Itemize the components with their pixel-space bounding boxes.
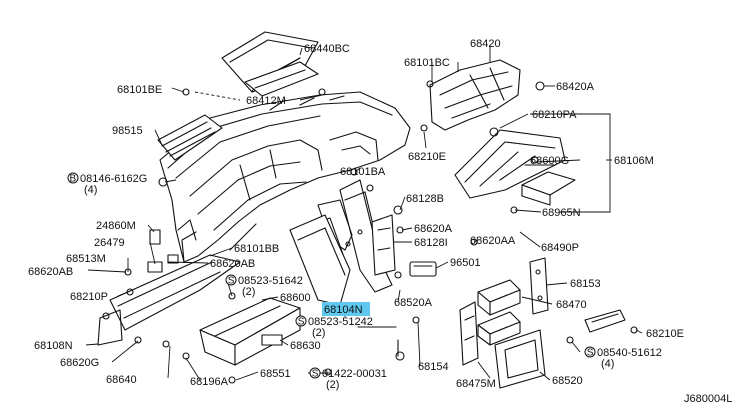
callout-68153[interactable]: 68153 [570, 278, 601, 290]
screw-mark-letter-2: S [298, 317, 305, 328]
callout-68104N-highlighted[interactable]: 68104N [324, 304, 363, 316]
screw-mark-circle-2 [295, 315, 307, 327]
callout-68600[interactable]: 68600 [280, 292, 311, 304]
switch-part [409, 261, 437, 277]
callout-68210E-right[interactable]: 68210E [646, 328, 684, 340]
callout-08523-51642[interactable]: 08523-51642 [238, 275, 303, 287]
callout-68600G[interactable]: 68600G [530, 155, 569, 167]
callout-01422-qty: (2) [326, 379, 339, 391]
callout-08523-51242[interactable]: 08523-51242 [308, 316, 373, 328]
callout-68520A[interactable]: 68520A [394, 297, 433, 309]
screw-mark-circle-3 [584, 346, 596, 358]
callout-68490P[interactable]: 68490P [541, 242, 579, 254]
callout-68470[interactable]: 68470 [556, 299, 587, 311]
parts-artwork [97, 31, 638, 389]
callout-68128I[interactable]: 68128I [414, 237, 448, 249]
lower-panel-part [289, 214, 351, 306]
screw-mark-letter-4: S [312, 369, 319, 380]
side-bracket-part [371, 214, 396, 276]
grille-part [157, 114, 223, 161]
callout-68420[interactable]: 68420 [470, 38, 501, 50]
callout-68210E-top[interactable]: 68210E [408, 151, 446, 163]
drawing-code: J680004L [684, 393, 732, 405]
callout-26479[interactable]: 26479 [94, 237, 125, 249]
callout-68210PA[interactable]: 68210PA [532, 109, 577, 121]
leader-lines [85, 45, 643, 381]
callout-68620AB-left[interactable]: 68620AB [28, 266, 73, 278]
callout-08523-51642-qty: (2) [242, 286, 255, 298]
callout-68101BA[interactable]: 68101BA [340, 166, 386, 178]
upper-trim-part [429, 59, 521, 131]
callout-labels: 68440BC 68420 68101BC 68420A 68101BE 684… [28, 38, 732, 405]
callout-68965N[interactable]: 68965N [542, 207, 581, 219]
callout-68101BB[interactable]: 68101BB [234, 243, 279, 255]
callout-68475M[interactable]: 68475M [456, 378, 496, 390]
callout-01422-00031[interactable]: 01422-00031 [322, 368, 387, 380]
callout-68196A[interactable]: 68196A [190, 376, 229, 388]
callout-68210P[interactable]: 68210P [70, 291, 108, 303]
small-pocket-part [521, 171, 576, 206]
callout-68620AB-top[interactable]: 68620AB [210, 258, 255, 270]
callout-68128B[interactable]: 68128B [406, 193, 444, 205]
callout-68620AA[interactable]: 68620AA [470, 235, 516, 247]
callout-68108N[interactable]: 68108N [34, 340, 73, 352]
screw-mark-letter-3: S [587, 348, 594, 359]
callout-68101BE[interactable]: 68101BE [117, 84, 162, 96]
callout-08540-qty: (4) [601, 358, 614, 370]
callout-68620G[interactable]: 68620G [60, 357, 99, 369]
audio-bracket-part [459, 279, 521, 366]
end-trim-part [584, 309, 626, 333]
callout-96501[interactable]: 96501 [450, 257, 481, 269]
callout-68551[interactable]: 68551 [260, 368, 291, 380]
callout-68412M[interactable]: 68412M [246, 95, 286, 107]
screw-mark-circle-4 [309, 367, 321, 379]
glove-box-part [199, 297, 301, 366]
callout-08146-6162G[interactable]: 08146-6162G [80, 173, 147, 185]
fastener-parts [102, 80, 638, 384]
upper-cover-part [221, 31, 319, 97]
callout-68106M[interactable]: 68106M [614, 155, 654, 167]
right-bracket-part [529, 257, 549, 315]
callout-68630[interactable]: 68630 [290, 340, 321, 352]
screw-mark-circle-1 [225, 274, 237, 286]
instrument-panel-part [159, 91, 411, 263]
clip-part [147, 229, 179, 273]
callout-08523-51242-qty: (2) [312, 327, 325, 339]
callout-24860M[interactable]: 24860M [96, 220, 136, 232]
highlighted-part-box [322, 302, 370, 316]
callout-68620A[interactable]: 68620A [414, 223, 453, 235]
callout-98515[interactable]: 98515 [112, 125, 143, 137]
callout-68640[interactable]: 68640 [106, 374, 137, 386]
callout-08540-51612[interactable]: 08540-51612 [597, 347, 662, 359]
callout-68420A[interactable]: 68420A [556, 81, 595, 93]
callout-68520[interactable]: 68520 [552, 375, 583, 387]
side-trim-part [454, 129, 566, 199]
screw-mark-letter-1: S [228, 276, 235, 287]
callout-68513M[interactable]: 68513M [66, 253, 106, 265]
callout-68154[interactable]: 68154 [418, 361, 449, 373]
callout-68440BC[interactable]: 68440BC [304, 43, 350, 55]
callout-08146-qty: (4) [84, 184, 97, 196]
bolt-mark-letter: B [70, 174, 77, 185]
bezel-part [494, 329, 546, 389]
callout-68101BC[interactable]: 68101BC [404, 57, 450, 69]
bolt-mark-circle [67, 172, 79, 184]
